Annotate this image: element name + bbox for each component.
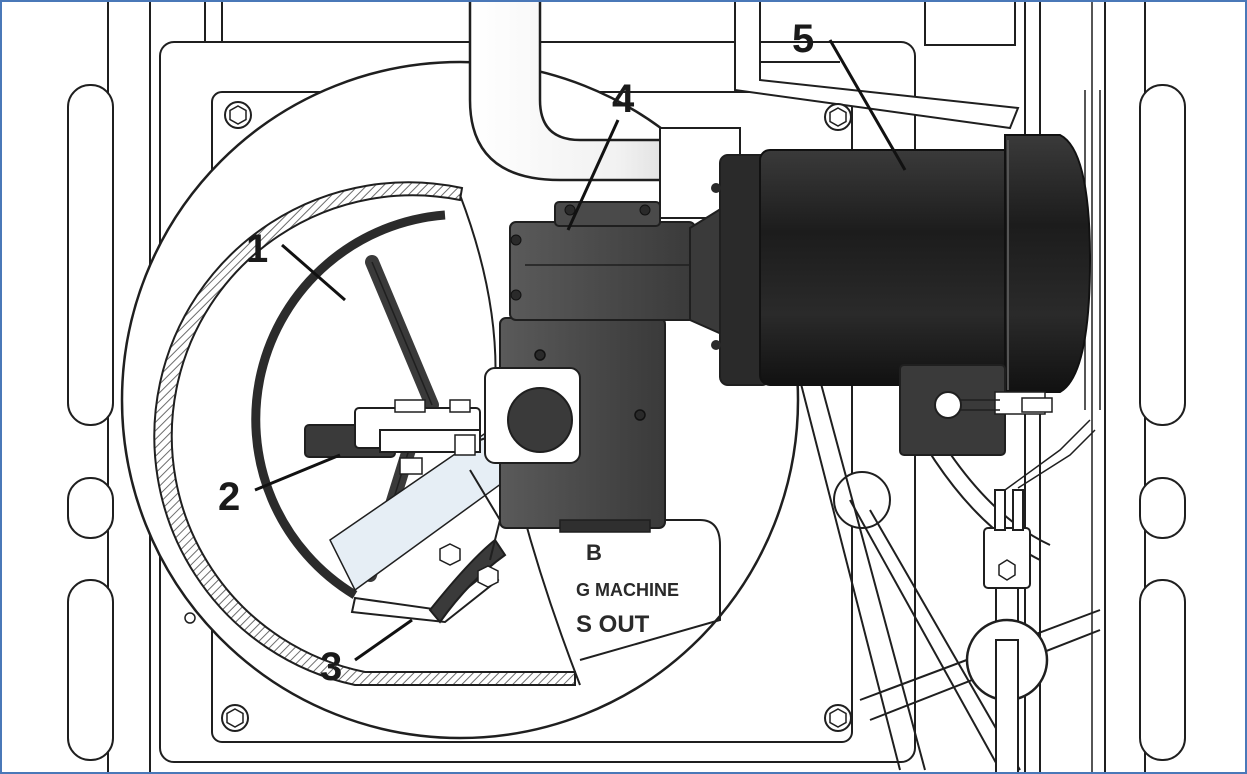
leader-line-4 <box>566 119 620 231</box>
nameplate-line-1: G MACHINE <box>576 580 679 600</box>
hex-nut-icon <box>477 565 499 588</box>
leader-lines <box>254 39 907 662</box>
nameplate: B G MACHINE S OUT <box>576 519 721 661</box>
leader-line-5 <box>828 39 907 171</box>
leader-line-3 <box>354 618 413 662</box>
callout-5: 5 <box>792 17 814 61</box>
callout-2: 2 <box>218 475 240 519</box>
gearbox <box>484 198 736 533</box>
nameplate-fragment: B <box>586 540 602 565</box>
hex-nut-icon <box>439 543 461 566</box>
leader-line-1 <box>281 243 346 302</box>
bolt-icon <box>224 101 252 129</box>
bolt-icon <box>221 704 249 732</box>
bolt-icon <box>824 103 852 131</box>
nameplate-line-2: S OUT <box>576 611 650 638</box>
leader-line-2 <box>254 453 341 492</box>
arm-assembly <box>304 399 541 475</box>
callout-4: 4 <box>612 77 635 121</box>
motor <box>711 134 1092 456</box>
callout-1: 1 <box>246 227 268 271</box>
bolt-icon <box>824 704 852 732</box>
scraper-blade <box>350 469 507 624</box>
callout-3: 3 <box>320 645 342 689</box>
callouts: 1 2 3 4 5 <box>218 17 814 689</box>
hex-nut-icon <box>998 559 1016 581</box>
